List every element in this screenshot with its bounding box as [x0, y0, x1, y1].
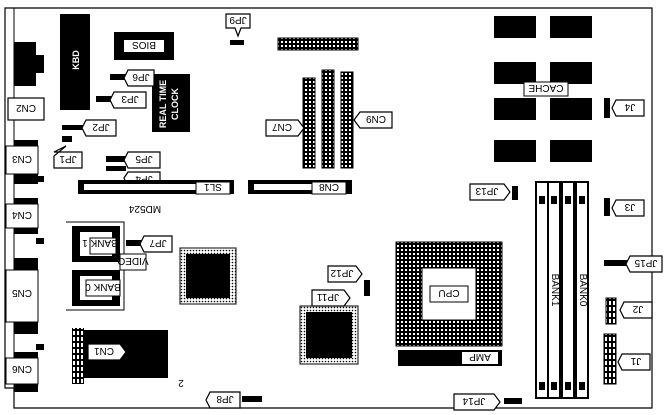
sl1-slot: SL1 [78, 180, 234, 195]
video-bracket: VIDEO [66, 221, 149, 311]
cn3-connector: CN3 [5, 140, 44, 184]
jp5-label: JP5 [135, 153, 153, 164]
video-chip [179, 247, 237, 305]
j3-label: J3 [624, 201, 635, 212]
cn7-label: CN7 [272, 121, 292, 132]
jp13-jumper: JP13 [469, 183, 518, 201]
cpu-label: CPU [438, 287, 459, 298]
sip-socket-top [277, 37, 359, 51]
jp3-jumper: JP3 [96, 91, 147, 109]
jp1-label: JP1 [59, 153, 77, 164]
jp11-jumper: JP11 [311, 289, 351, 307]
jp8-jumper: 2 JP8 [178, 377, 262, 409]
bios-chip: BIOS [114, 32, 174, 60]
bank1-socket: BANK 1 [72, 226, 120, 262]
video-label: VIDEO [117, 255, 148, 266]
jp2-label: JP2 [92, 121, 110, 132]
jp3-label: JP3 [121, 93, 139, 104]
jp15-label: JP15 [634, 257, 657, 268]
jp12-label: JP12 [330, 267, 353, 278]
cn8-label: CN8 [319, 181, 339, 192]
kbd-label: KBD [71, 50, 81, 70]
j4-label: J4 [624, 101, 635, 112]
j1-jumper: J1 [603, 333, 651, 385]
sl1-label: SL1 [204, 181, 222, 192]
cn6-label: CN6 [12, 363, 32, 374]
cache-chips: CACHE [494, 16, 592, 162]
jp11-label: JP11 [317, 291, 339, 302]
jp12-jumper: JP12 [327, 265, 370, 296]
rtc-label-1: REAL TIME [158, 80, 168, 128]
cn3-label: CN3 [12, 153, 32, 164]
cn7-header: CN7 [265, 69, 335, 169]
cn1-connector: CN1 [87, 343, 127, 361]
cn4-connector: CN4 [5, 198, 44, 244]
cn1-label: CN1 [94, 345, 114, 356]
cn4-label: CN4 [12, 209, 32, 220]
j4-jumper: J4 [604, 98, 645, 118]
bank1-label: BANK 1 [82, 237, 118, 248]
cn2-connector: CN2 [7, 97, 45, 121]
j2-jumper: J2 [605, 297, 653, 325]
jp7-jumper: JP7 [126, 235, 173, 253]
real-time-clock: REAL TIME CLOCK [152, 74, 190, 132]
bios-label: BIOS [132, 39, 156, 50]
bank0-socket: BANK 0 [72, 270, 121, 306]
jp2-jumper: JP2 [62, 119, 117, 137]
cache-label: CACHE [528, 82, 563, 93]
cn5-label: CN5 [12, 287, 32, 298]
jp14-jumper: JP14 [453, 393, 522, 411]
chipset-chip [299, 305, 359, 365]
j2-label: J2 [632, 303, 643, 314]
jp5-jumper: JP5 [106, 151, 161, 169]
jp9-jumper: JP9 [225, 13, 251, 45]
pin2-label: 2 [178, 377, 184, 388]
jp1-jumper: JP1 [53, 136, 83, 169]
bank0-label: BANK 0 [85, 281, 121, 292]
jp13-label: JP13 [475, 185, 498, 196]
simm-bank0-label: BANK0 [577, 274, 588, 307]
j1-label: J1 [630, 355, 641, 366]
cn9-header: CN9 [340, 71, 393, 169]
jp4-label: JP4 [135, 173, 153, 184]
amp-label: AMP [469, 351, 491, 362]
cn8-slot: CN8 [248, 180, 352, 195]
jp7-label: JP7 [149, 237, 167, 248]
jp9-label: JP9 [229, 14, 247, 25]
j3-jumper: J3 [604, 198, 645, 217]
jp14-label: JP14 [462, 395, 485, 406]
jp8-label: JP8 [216, 393, 234, 404]
keyboard-port [14, 42, 44, 86]
jp6-jumper: JP6 [110, 69, 155, 87]
cn2-label: CN2 [16, 102, 36, 113]
rtc-label-2: CLOCK [170, 88, 180, 120]
jp6-label: JP6 [132, 71, 150, 82]
jp15-jumper: JP15 [604, 255, 663, 273]
simm-sockets: BANK1 BANK0 [535, 181, 589, 399]
cpu-socket: CPU AMP [395, 241, 503, 366]
model-label: MD524 [128, 203, 161, 214]
cn6-connector: CN6 [5, 352, 39, 392]
kbd-chip: KBD [60, 14, 90, 110]
simm-bank1-label: BANK1 [549, 274, 560, 307]
cn9-label: CN9 [366, 113, 386, 124]
cn5-connector: CN5 [5, 258, 44, 350]
